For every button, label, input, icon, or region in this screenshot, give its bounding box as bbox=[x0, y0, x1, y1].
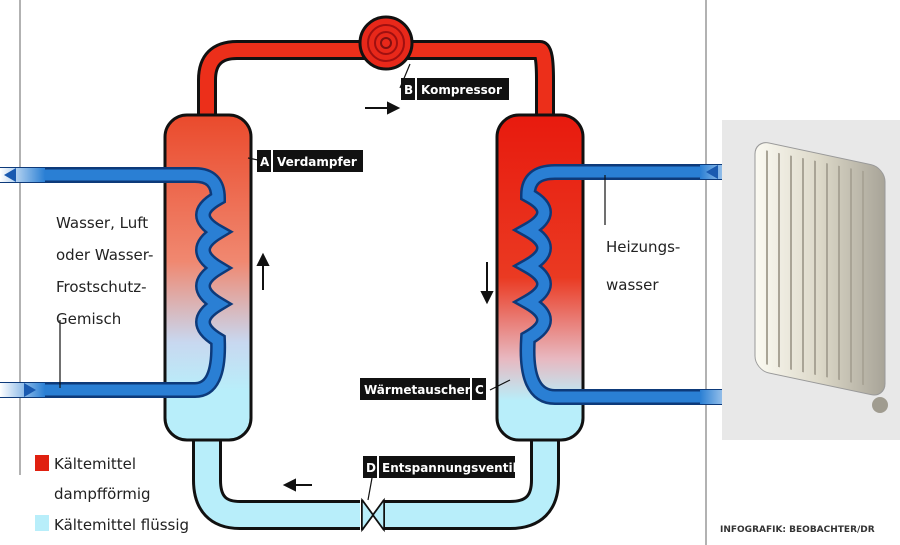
arrow-left-in-icon bbox=[706, 165, 718, 179]
source-line-4: Gemisch bbox=[56, 310, 121, 328]
radiator-image bbox=[722, 120, 900, 440]
arrow-left-out-icon bbox=[4, 168, 16, 182]
arrow-right-icon bbox=[365, 101, 401, 115]
source-line-3: Frostschutz- bbox=[56, 278, 147, 296]
label-a-text: Verdampfer bbox=[277, 155, 357, 169]
label-d-text: Entspannungsventil bbox=[382, 461, 517, 475]
legend-vapor-swatch bbox=[35, 455, 49, 471]
label-c-letter: C bbox=[475, 383, 484, 397]
credit-text: INFOGRAFIK: BEOBACHTER/DR bbox=[720, 525, 875, 535]
label-c-text: Wärmetauscher bbox=[364, 383, 471, 397]
legend-liquid-swatch bbox=[35, 515, 49, 531]
source-medium-text: Wasser, Luft oder Wasser- Frostschutz- G… bbox=[56, 214, 153, 328]
source-line-1: Wasser, Luft bbox=[56, 214, 148, 232]
legend-vapor-label-1: Kältemittel bbox=[54, 455, 136, 473]
source-line-2: oder Wasser- bbox=[56, 246, 153, 264]
label-b-kompressor: B Kompressor bbox=[401, 78, 509, 100]
arrow-up-icon bbox=[256, 252, 270, 290]
label-d-letter: D bbox=[366, 461, 376, 475]
label-b-letter: B bbox=[404, 83, 413, 97]
arrow-right-in-icon bbox=[24, 383, 36, 397]
label-c-waermetauscher: Wärmetauscher C bbox=[360, 378, 486, 400]
label-d-entspannungsventil: D Entspannungsventil bbox=[363, 456, 517, 478]
heating-water-text: Heizungs- wasser bbox=[606, 238, 680, 294]
arrow-down-icon bbox=[480, 262, 494, 305]
heating-line-2: wasser bbox=[606, 276, 659, 294]
heating-line-1: Heizungs- bbox=[606, 238, 680, 256]
label-a-verdampfer: A Verdampfer bbox=[257, 150, 363, 172]
legend-liquid-label: Kältemittel flüssig bbox=[54, 516, 189, 534]
label-a-letter: A bbox=[260, 155, 270, 169]
label-b-text: Kompressor bbox=[421, 83, 502, 97]
compressor bbox=[358, 15, 414, 71]
arrow-left-icon bbox=[282, 478, 312, 492]
legend: Kältemittel dampfförmig Kältemittel flüs… bbox=[35, 455, 189, 534]
expansion-valve bbox=[360, 497, 385, 533]
legend-vapor-label-2: dampfförmig bbox=[54, 485, 151, 503]
